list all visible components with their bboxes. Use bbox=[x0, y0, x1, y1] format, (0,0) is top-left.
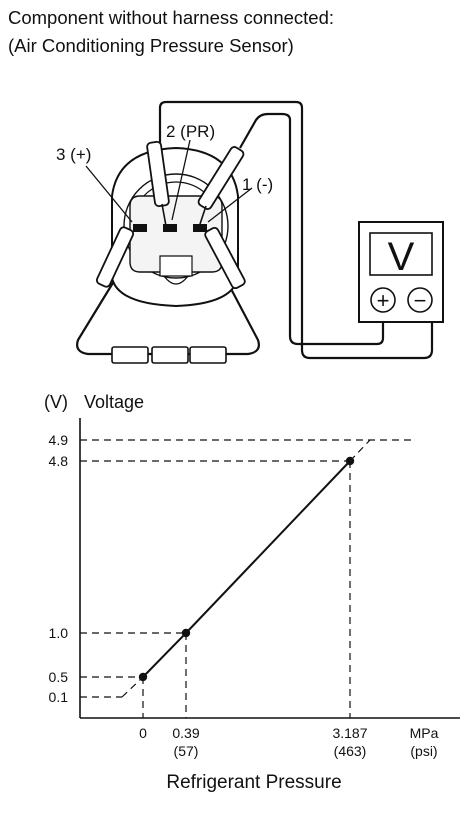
pin-leader-lines bbox=[85, 139, 253, 223]
diagram-title-line-1: Component without harness connected: bbox=[8, 7, 335, 28]
wire-pin1-to-plus bbox=[239, 112, 385, 346]
probe-pin-1 bbox=[197, 146, 245, 225]
y-tick-label: 0.1 bbox=[49, 689, 69, 705]
y-tick-label: 4.9 bbox=[49, 432, 69, 448]
y-tick-label: 0.5 bbox=[49, 669, 69, 685]
voltmeter-display bbox=[369, 232, 433, 276]
x-axis-unit-psi: (psi) bbox=[410, 743, 437, 759]
pin-3-label: 3 (+) bbox=[56, 145, 91, 164]
minus-terminal-icon bbox=[407, 287, 433, 313]
test-probes bbox=[95, 140, 246, 290]
y-tick-label: 1.0 bbox=[49, 625, 69, 641]
extrapolation-high bbox=[349, 439, 371, 462]
plus-terminal-symbol: + bbox=[377, 288, 390, 313]
pin-1-label: 1 (-) bbox=[242, 175, 273, 194]
y-axis-unit: (V) bbox=[44, 392, 68, 412]
data-point bbox=[181, 628, 191, 638]
terminal-3 bbox=[133, 224, 147, 232]
x-axis-unit-mpa: MPa bbox=[410, 725, 439, 741]
x-axis-title: Refrigerant Pressure bbox=[166, 772, 341, 793]
x-tick-label-mpa: 0 bbox=[139, 725, 147, 741]
x-tick-label-psi: (463) bbox=[334, 743, 367, 759]
wire-pin2-to-minus bbox=[158, 100, 434, 360]
x-tick-labels: 0 0.39 (57) 3.187 (463) bbox=[139, 725, 368, 759]
data-point bbox=[138, 672, 148, 682]
plus-terminal-icon bbox=[370, 287, 396, 313]
pin-2-label: 2 (PR) bbox=[166, 122, 215, 141]
y-tick-labels: 4.9 4.8 1.0 0.5 0.1 bbox=[49, 432, 69, 705]
x-tick-label-mpa: 0.39 bbox=[172, 725, 199, 741]
terminal-2 bbox=[163, 224, 177, 232]
jumper-fuse-block bbox=[111, 346, 227, 364]
pressure-sensor-body bbox=[111, 146, 239, 308]
voltage-line bbox=[142, 460, 351, 678]
voltmeter: V + − bbox=[358, 221, 444, 323]
data-point bbox=[345, 456, 355, 466]
y-tick-label: 4.8 bbox=[49, 453, 69, 469]
minus-terminal-symbol: − bbox=[414, 288, 427, 313]
probe-jumper-right bbox=[204, 226, 246, 290]
y-axis-title: Voltage bbox=[84, 392, 144, 412]
x-tick-label-mpa: 3.187 bbox=[332, 725, 367, 741]
reference-guides bbox=[80, 439, 416, 718]
probe-pin-2 bbox=[146, 140, 170, 227]
x-tick-label-psi: (57) bbox=[174, 743, 199, 759]
series-voltage bbox=[138, 456, 355, 682]
diagram-title-line-2: (Air Conditioning Pressure Sensor) bbox=[8, 35, 294, 56]
extrapolation-low bbox=[121, 676, 144, 698]
voltmeter-unit-v: V bbox=[388, 235, 415, 279]
probe-jumper-left bbox=[95, 226, 135, 288]
terminal-1 bbox=[193, 224, 207, 232]
voltage-pressure-graph: (V) Voltage 4.9 4.8 1.0 0.5 0.1 0 0.39 (… bbox=[44, 392, 460, 793]
